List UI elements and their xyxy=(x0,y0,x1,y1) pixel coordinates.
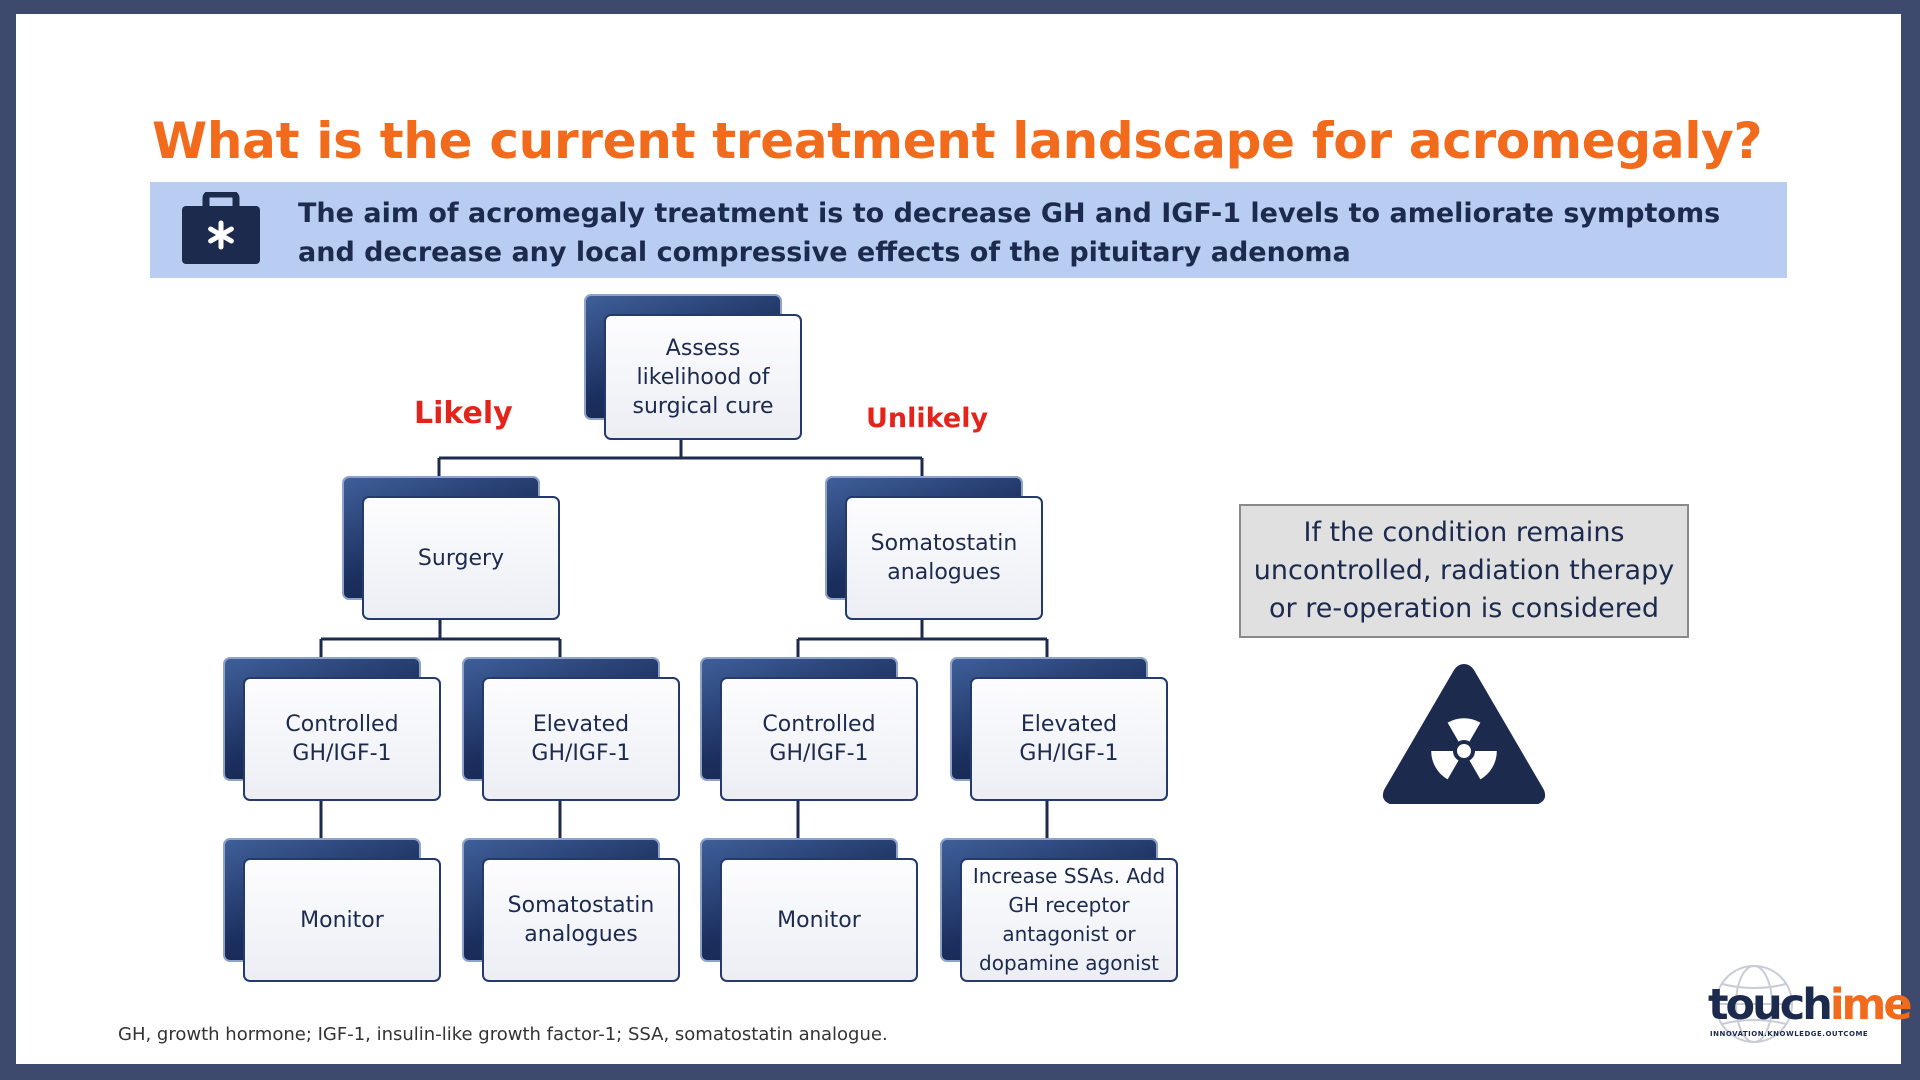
node-surgery-monitor: Monitor xyxy=(223,838,441,982)
aim-banner: The aim of acromegaly treatment is to de… xyxy=(150,182,1787,278)
node-label: Increase SSAs. Add GH receptor antagonis… xyxy=(972,864,1166,975)
node-surgery-elevated-somatostatin-analogues: Somatostatin analogues xyxy=(462,838,680,982)
globe-icon xyxy=(1715,965,1793,1043)
touchime-logo: touchime INNOVATION.KNOWLEDGE.OUTCOME xyxy=(1708,958,1913,1050)
node-surgery-controlled-gh-igf1: Controlled GH/IGF-1 xyxy=(223,657,441,801)
logo-brand-dark: touch xyxy=(1708,980,1833,1030)
node-label: Monitor xyxy=(777,907,861,933)
logo-brand-accent: ime xyxy=(1829,980,1913,1030)
node-label: Controlled GH/IGF-1 xyxy=(762,712,876,766)
slide-title: What is the current treatment landscape … xyxy=(152,112,1763,170)
node-label: Elevated GH/IGF-1 xyxy=(1019,712,1119,766)
node-label: Elevated GH/IGF-1 xyxy=(531,712,631,766)
footnote: GH, growth hormone; IGF-1, insulin-like … xyxy=(118,1024,888,1045)
node-surgery-elevated-gh-igf1: Elevated GH/IGF-1 xyxy=(462,657,680,801)
node-surgery: Surgery xyxy=(342,476,560,620)
node-ssa-controlled-gh-igf1: Controlled GH/IGF-1 xyxy=(700,657,918,801)
node-label: Assess likelihood of surgical cure xyxy=(632,335,774,419)
node-increase-ssas-add-therapy: Increase SSAs. Add GH receptor antagonis… xyxy=(940,838,1178,982)
node-label: Monitor xyxy=(300,907,384,933)
node-ssa-monitor: Monitor xyxy=(700,838,918,982)
logo-wordmark: touchime xyxy=(1708,980,1913,1030)
branch-label-likely: Likely xyxy=(414,396,513,431)
radiation-hazard-icon xyxy=(1382,664,1546,804)
branch-label-unlikely: Unlikely xyxy=(866,403,989,434)
radiation-note-box: If the condition remains uncontrolled, r… xyxy=(1239,504,1689,638)
node-assess-surgical-cure: Assess likelihood of surgical cure xyxy=(584,294,802,440)
radiation-note-text: If the condition remains uncontrolled, r… xyxy=(1253,517,1675,624)
node-label: Somatostatin analogues xyxy=(507,893,655,947)
node-ssa-elevated-gh-igf1: Elevated GH/IGF-1 xyxy=(950,657,1168,801)
node-label: Controlled GH/IGF-1 xyxy=(285,712,399,766)
logo-tagline: INNOVATION.KNOWLEDGE.OUTCOME xyxy=(1710,1030,1869,1038)
medical-kit-icon xyxy=(182,192,260,264)
node-label: Surgery xyxy=(417,545,505,571)
node-label: Somatostatin analogues xyxy=(870,531,1018,585)
aim-statement: The aim of acromegaly treatment is to de… xyxy=(298,198,1721,268)
node-somatostatin-analogues: Somatostatin analogues xyxy=(825,476,1043,620)
